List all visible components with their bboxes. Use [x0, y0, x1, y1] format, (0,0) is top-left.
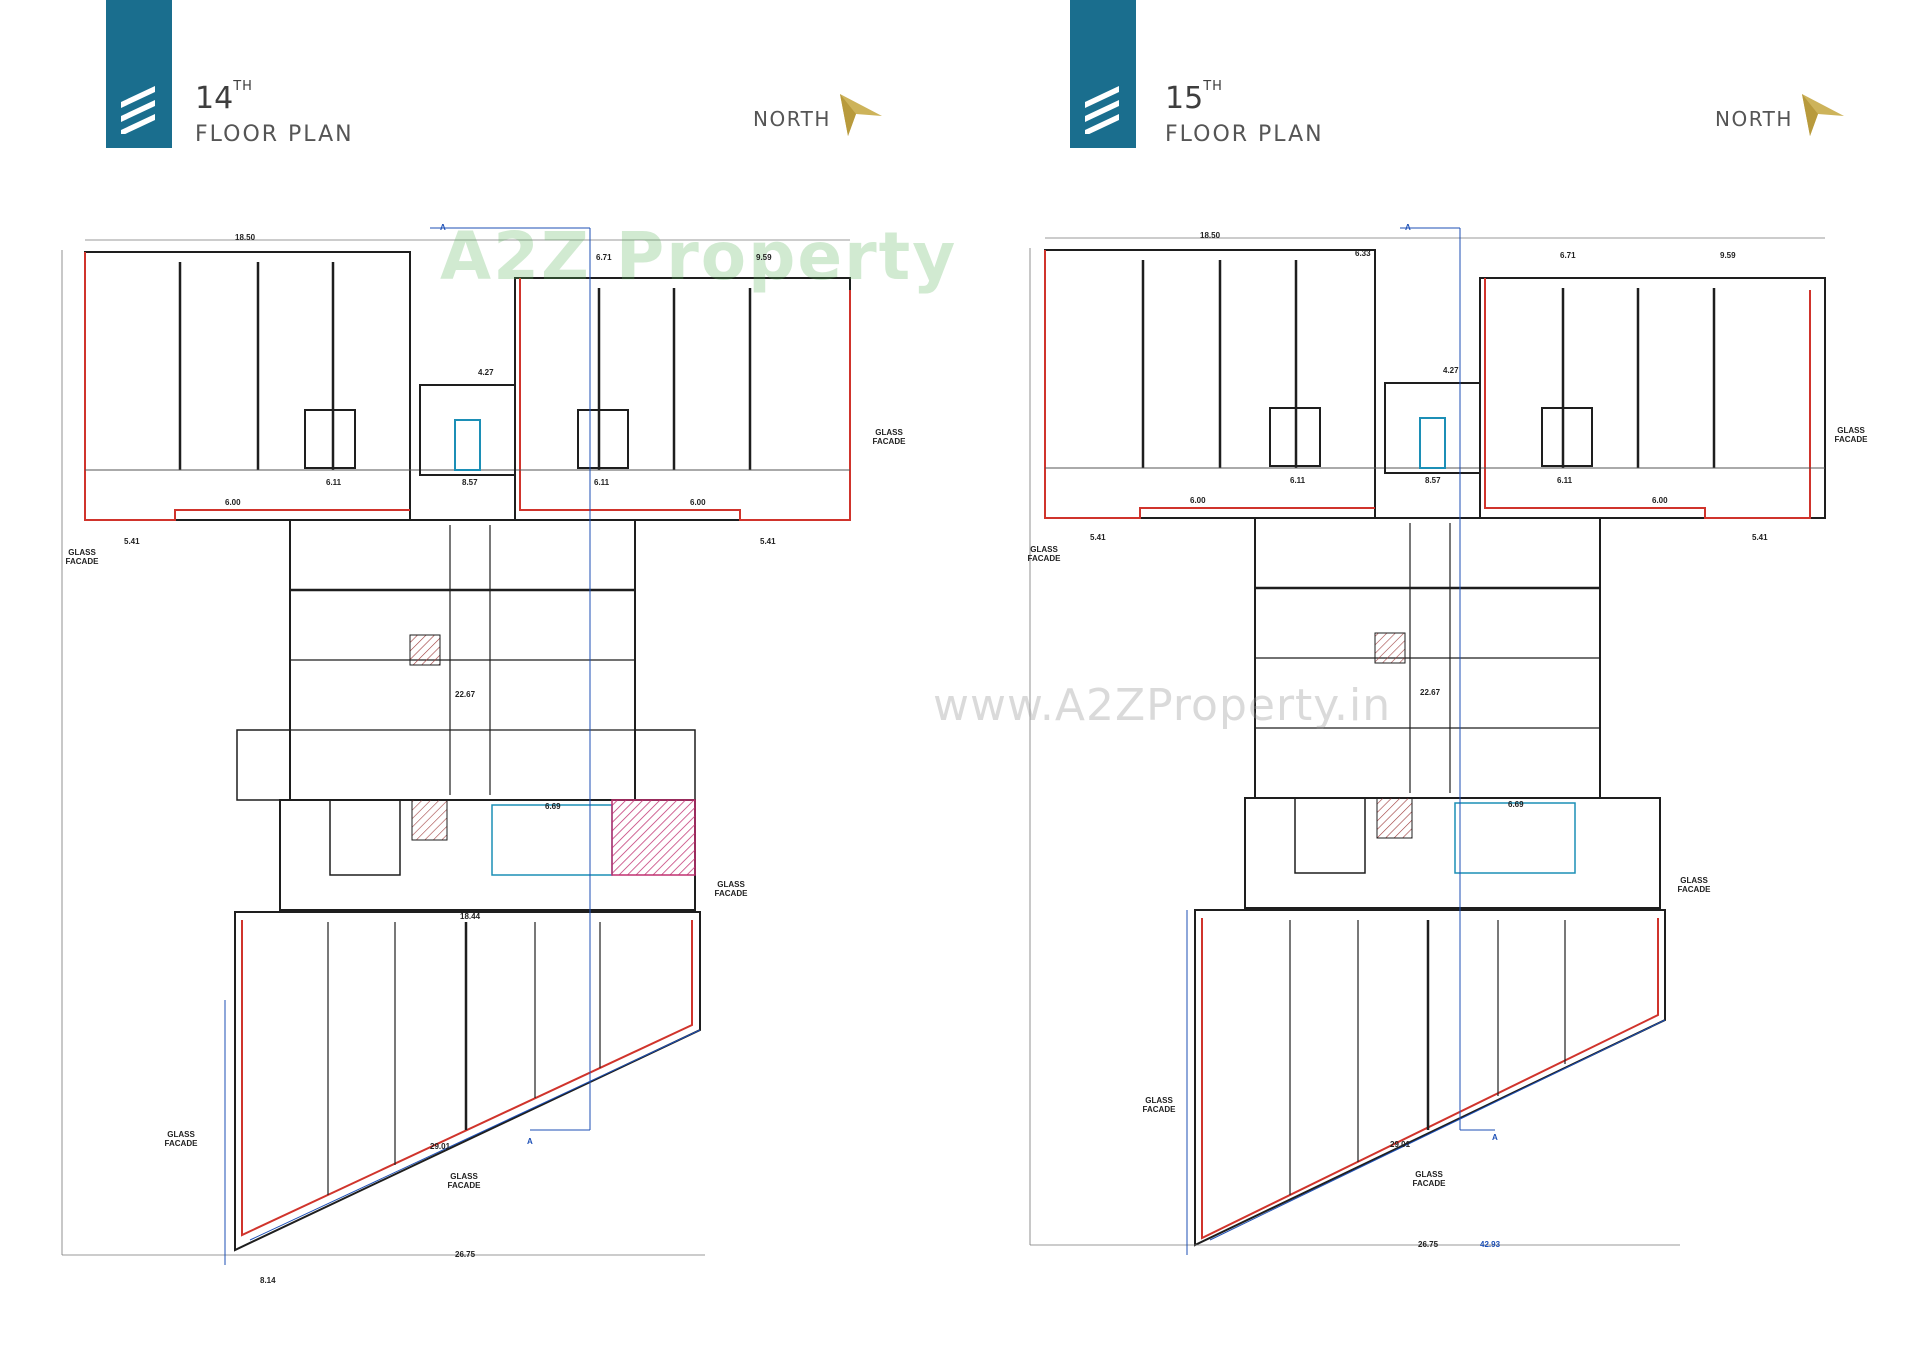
dimension-label: 26.75 — [455, 1250, 476, 1259]
glass-facade-label: GLASS FACADE — [1677, 876, 1711, 894]
dimension-label: 6.69 — [1508, 800, 1524, 809]
dimension-label: 6.33 — [1355, 249, 1371, 258]
watermark-url: www.A2ZProperty.in — [933, 680, 1392, 731]
brand-logo-icon — [1085, 86, 1119, 134]
dimension-label: 4.27 — [478, 368, 494, 377]
north-label-15: NORTH — [1715, 107, 1793, 131]
dimension-label: 6.11 — [326, 478, 342, 487]
plan-15th-floor — [1029, 227, 1826, 1255]
dimension-label: 5.41 — [124, 537, 140, 546]
dimension-label: 5.41 — [1090, 533, 1106, 542]
glass-facade-label: GLASS FACADE — [1027, 545, 1061, 563]
glass-facade-label: GLASS FACADE — [1142, 1096, 1176, 1114]
dimension-label: 5.41 — [760, 537, 776, 546]
dimension-label: 8.14 — [260, 1276, 276, 1285]
dimension-label: 8.57 — [462, 478, 478, 487]
dimension-label: 5.41 — [1752, 533, 1768, 542]
glass-facade-label: GLASS FACADE — [447, 1172, 481, 1190]
brand-logo-block-15 — [1070, 0, 1136, 148]
floor-number-14: 14TH — [195, 79, 253, 116]
dimension-label: 22.67 — [455, 690, 476, 699]
dimension-label: 6.00 — [225, 498, 241, 507]
brand-logo-block-14 — [106, 0, 172, 148]
dimension-label: 6.11 — [1557, 476, 1573, 485]
dimension-label: 29.01 — [1390, 1140, 1411, 1149]
glass-facade-label: GLASS FACADE — [164, 1130, 198, 1148]
glass-facade-label: GLASS FACADE — [1834, 426, 1868, 444]
dimension-label: 6.11 — [594, 478, 610, 487]
floor-plan-title-15: FLOOR PLAN — [1165, 122, 1324, 147]
glass-facade-label: GLASS FACADE — [872, 428, 906, 446]
dimension-label: 29.01 — [430, 1142, 451, 1151]
dimension-label: 6.11 — [1290, 476, 1306, 485]
dimension-label: 6.00 — [1652, 496, 1668, 505]
dimension-label: 26.75 — [1418, 1240, 1439, 1249]
dimension-label: 9.59 — [1720, 251, 1736, 260]
floor-plan-title-14: FLOOR PLAN — [195, 122, 354, 147]
section-mark: A — [1492, 1133, 1498, 1142]
section-mark: A — [440, 223, 446, 232]
dimension-label: 6.69 — [545, 802, 561, 811]
plan-14th-floor — [61, 227, 851, 1265]
dimension-label: 6.71 — [1560, 251, 1576, 260]
north-arrow-icon — [840, 94, 882, 136]
north-label-14: NORTH — [753, 107, 831, 131]
dimension-label: 6.00 — [1190, 496, 1206, 505]
dimension-label: 4.27 — [1443, 366, 1459, 375]
section-mark: A — [527, 1137, 533, 1146]
dimension-label: 18.44 — [460, 912, 481, 921]
north-arrow-icon — [1802, 94, 1844, 136]
dimension-label: 22.67 — [1420, 688, 1441, 697]
glass-facade-label: GLASS FACADE — [1412, 1170, 1446, 1188]
dimension-label: 18.50 — [1200, 231, 1221, 240]
watermark-brand: A2Z Property — [440, 218, 958, 295]
dimension-label: 6.71 — [596, 253, 612, 262]
dimension-label: 9.59 — [756, 253, 772, 262]
dimension-label: 6.00 — [690, 498, 706, 507]
dimension-label: 18.50 — [235, 233, 256, 242]
glass-facade-label: GLASS FACADE — [65, 548, 99, 566]
brand-logo-icon — [121, 86, 155, 134]
glass-facade-label: GLASS FACADE — [714, 880, 748, 898]
section-mark: A — [1405, 223, 1411, 232]
floor-number-15: 15TH — [1165, 79, 1223, 116]
dimension-label: 8.57 — [1425, 476, 1441, 485]
dimension-label: 42.93 — [1480, 1240, 1501, 1249]
